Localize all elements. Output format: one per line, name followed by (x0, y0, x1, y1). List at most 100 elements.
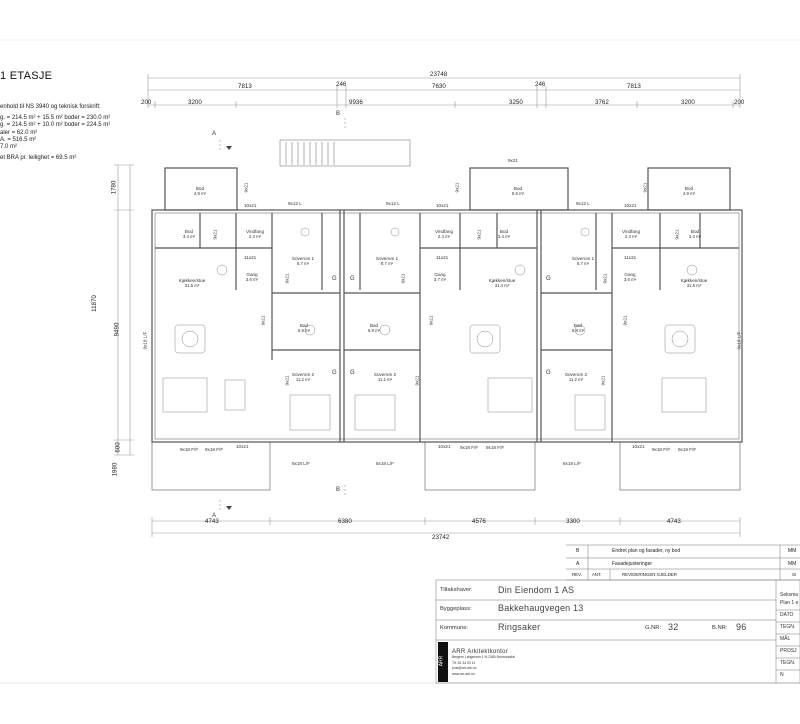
opening-label: 10x21 (236, 444, 249, 449)
revision-sign: MM (788, 548, 797, 554)
opening-label: 10x21 (438, 444, 451, 449)
room-area: 8.7 m² (576, 261, 590, 266)
room-area: 5.8 m² (297, 328, 311, 333)
opening-label: 10x21 (632, 444, 645, 449)
g-marker: G (546, 370, 551, 376)
company-line: Tlf: 62 34 00 11 (452, 660, 476, 665)
dim-top-row3: 3762 (595, 99, 609, 106)
revision-id: B (576, 548, 580, 554)
area-note-line: enhold til NS 3940 og teknisk forskrift: (0, 104, 101, 110)
page-title: 1 ETASJE (0, 70, 53, 82)
room-label: Bod (684, 186, 694, 191)
revision-header-ant: ANT. (592, 572, 602, 577)
opening-label: 10x21 (436, 203, 449, 208)
dim-bottom-total: 23742 (432, 534, 450, 541)
room-bedroom-2: Soverom 2 11.2 m² (286, 372, 320, 382)
room-gang: Gang 3.6 m² (616, 272, 644, 282)
site-label: Byggeplass: (440, 606, 472, 612)
opening-label: 9x18 F/F (652, 447, 671, 452)
room-label: Soverom 1 (571, 256, 595, 261)
room-bod: Bod 3.4 m² (489, 229, 519, 239)
opening-label: 8x18 L/F (376, 461, 394, 466)
room-label: Vindfang (245, 229, 265, 234)
opening-label: 9x21 (600, 375, 606, 386)
room-area: 2.4 m² (624, 234, 638, 239)
room-vindfang: Vindfang 2.4 m² (427, 229, 461, 239)
section-mark-b: B (336, 111, 341, 117)
dim-top-row3: 3200 (681, 99, 695, 106)
room-bod: Bod 3.4 m² (680, 229, 710, 239)
field-label: DATO (780, 612, 794, 618)
owner-label: Tiltakshaver: (440, 587, 473, 593)
room-label: Bad (573, 323, 583, 328)
field-label: PROSJ (780, 648, 797, 654)
opening-label: 9x21 (212, 229, 218, 240)
section-mark-b: B (336, 487, 341, 493)
dim-top-row2: 7813 (627, 83, 641, 90)
dim-top-row2: 246 (336, 81, 347, 88)
room-label: Bod (195, 186, 205, 191)
g-marker: G (332, 370, 337, 376)
area-note-line: aler = 62.0 m² (0, 129, 38, 136)
section-mark-a: A (212, 131, 217, 137)
field-label: MÅL (780, 636, 791, 642)
room-label: Soverom 2 (291, 372, 315, 377)
bnr-label: B.NR: (712, 625, 728, 631)
dim-top-row3: 200 (734, 99, 745, 106)
room-gang: Gang 3.6 m² (238, 272, 266, 282)
room-bod: Bod 3.4 m² (174, 229, 204, 239)
company-line: post@arr-ark.no (452, 666, 477, 671)
dim-bottom: 4743 (667, 518, 681, 525)
room-bedroom-1: Soverom 1 8.7 m² (566, 256, 600, 266)
field-label: Seksma (780, 592, 799, 598)
opening-label: 9x12 L (288, 201, 302, 206)
area-note-line: A. = 516.5 m² (0, 136, 37, 143)
opening-label: 9x21 (508, 158, 518, 163)
dim-top-row3: 3200 (188, 99, 202, 106)
opening-label: 8x18 L/F (563, 461, 581, 466)
area-note-line: 7.0 m² (0, 144, 18, 151)
room-bod: Bod 4.9 m² (185, 186, 215, 196)
area-notes: enhold til NS 3940 og teknisk forskrift:… (0, 104, 110, 162)
room-bathroom: Bad 5.8 m² (564, 323, 592, 333)
gnr-value: 32 (668, 622, 679, 632)
opening-label: 10x21 (624, 203, 637, 208)
opening-label: 9x21 (414, 375, 420, 386)
room-label: Gang (246, 272, 258, 277)
revision-header-sign: SI (792, 572, 797, 577)
room-bedroom-2: Soverom 2 11.2 m² (368, 372, 402, 382)
titleblock-right-fields: Seksma Plan 1 e DATO TEGN. MÅL PROSJ TEG… (780, 589, 800, 681)
opening-label: 9x18 L/F (736, 331, 742, 350)
room-label: Soverom 2 (373, 372, 397, 377)
company-line: Bergem Langmoen 1 N-2380 Brumunddal (452, 655, 515, 660)
revision-header-desc: REVIDERINGEN GJELDER (622, 572, 677, 577)
room-area: 8.7 m² (296, 261, 310, 266)
section-mark-a: A (212, 513, 217, 519)
room-area: 5.8 m² (571, 328, 585, 333)
room-area: 8.7 m² (380, 261, 394, 266)
room-label: Bod (184, 229, 194, 234)
room-bod: Bod 4.9 m² (674, 186, 704, 196)
room-label: Soverom 2 (564, 372, 588, 377)
opening-label: 11x21 (244, 255, 257, 260)
opening-label: 9x21 (476, 229, 482, 240)
opening-label: 9x21 (428, 315, 434, 326)
company-name: ARR Arkitektkontor (452, 649, 509, 655)
company-line: www.arr-ark.no (452, 671, 475, 676)
field-label: Plan 1 e (780, 600, 799, 606)
company-logo: ARR (438, 655, 445, 667)
dim-bottom: 6380 (338, 518, 352, 525)
room-area: 11.2 m² (295, 377, 311, 382)
opening-label: 10x21 (244, 203, 257, 208)
opening-label: 9x21 (454, 182, 460, 193)
g-marker: G (350, 276, 355, 282)
g-marker: G (332, 276, 337, 282)
dim-bottom: 4576 (472, 518, 486, 525)
dim-bottom: 4743 (205, 518, 219, 525)
room-kitchen-living: Kjøkken/stue 31.5 m² (672, 278, 716, 288)
room-area: 11.2 m² (377, 377, 393, 382)
field-label: TEGN. N (780, 660, 796, 678)
opening-label: 8x18 L/F (292, 461, 310, 466)
g-marker: G (350, 370, 355, 376)
